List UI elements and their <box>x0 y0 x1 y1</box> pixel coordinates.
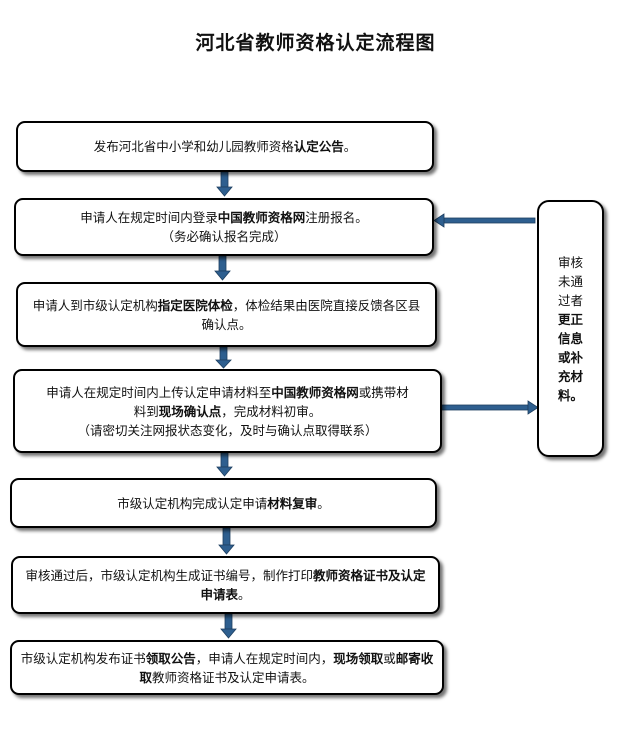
rejection-bold-line: 或补 <box>557 349 583 365</box>
down-arrow-2 <box>214 255 231 281</box>
rejection-line: 过者 <box>557 292 583 308</box>
rejection-lines: 审核 未通 过者 <box>558 253 583 310</box>
right-arrow <box>441 400 539 415</box>
step-text-run: 市级认定机构完成认定申请 <box>117 495 268 511</box>
step-text-run: ，体检结果由医院直接反馈各区县确认点。 <box>201 297 421 332</box>
step-text-run: 注册报名。 <box>305 210 368 225</box>
down-arrow-5 <box>218 527 235 555</box>
rejection-bold-line: 料。 <box>557 387 583 403</box>
step-text-run: 。 <box>317 495 330 511</box>
rejection-bold-line: 充材 <box>557 368 583 384</box>
down-arrow-4 <box>216 452 233 477</box>
emphasis-text: 认定公告 <box>293 139 344 154</box>
step-6-box: 审核通过后，市级认定机构生成证书编号，制作打印教师资格证书及认定申请表。 <box>11 556 440 614</box>
step-text-run: 申请人到市级认定机构 <box>32 297 158 313</box>
step-4-text: 申请人在规定时间内上传认定申请材料至中国教师资格网或携带材料到现场确认点，完成材… <box>45 383 410 421</box>
emphasis-text: 邮寄收取 <box>139 650 434 685</box>
emphasis-text: 中国教师资格网 <box>271 384 359 400</box>
step-text-run: 。 <box>238 587 251 602</box>
emphasis-text: 指定医院体检 <box>157 297 233 313</box>
emphasis-text: 教师资格证书及认定申请表 <box>200 568 426 602</box>
step-text-run: 审核通过后，市级认定机构生成证书编号，制作打印 <box>25 568 313 583</box>
page-title: 河北省教师资格认定流程图 <box>195 32 436 54</box>
step-4-box: 申请人在规定时间内上传认定申请材料至中国教师资格网或携带材料到现场确认点，完成材… <box>13 369 442 453</box>
step-3-box: 申请人到市级认定机构指定医院体检，体检结果由医院直接反馈各区县确认点。 <box>16 282 437 347</box>
rejection-line: 审核 <box>557 254 583 270</box>
step-1-text: 发布河北省中小学和幼儿园教师资格认定公告。 <box>94 137 357 156</box>
step-4-note: （请密切关注网报状态变化，及时与确认点取得联系） <box>77 422 378 438</box>
step-text-run: ，完成材料初审。 <box>221 403 322 419</box>
step-text-run: 教师资格证书及认定申请表。 <box>152 669 315 685</box>
step-5-box: 市级认定机构完成认定申请材料复审。 <box>10 478 437 528</box>
step-text-run: 或携带材料到 <box>133 384 409 419</box>
step-text-run: 市级认定机构发布证书 <box>20 650 146 666</box>
step-text-run: 或 <box>383 650 396 666</box>
down-arrow-1 <box>216 171 233 197</box>
emphasis-text: 领取公告 <box>145 650 196 666</box>
step-3-text: 申请人到市级认定机构指定医院体检，体检结果由医院直接反馈各区县确认点。 <box>32 296 421 334</box>
step-7-box: 市级认定机构发布证书领取公告，申请人在规定时间内，现场领取或邮寄收取教师资格证书… <box>10 640 444 695</box>
step-5-text: 市级认定机构完成认定申请材料复审。 <box>117 494 330 513</box>
step-text-run: 发布河北省中小学和幼儿园教师资格 <box>93 139 294 154</box>
emphasis-text: 中国教师资格网 <box>217 210 306 225</box>
step-6-text: 审核通过后，市级认定机构生成证书编号，制作打印教师资格证书及认定申请表。 <box>21 566 430 604</box>
emphasis-text: 现场确认点 <box>158 403 222 419</box>
rejection-bold-lines: 更正 信息 或补 充材 料。 <box>558 310 583 405</box>
emphasis-text: 材料复审 <box>267 495 318 511</box>
step-text-run: 申请人在规定时间内登录 <box>80 210 218 225</box>
down-arrow-3 <box>215 346 232 369</box>
step-text-run: 。 <box>343 139 357 154</box>
rejection-line: 未通 <box>557 273 583 289</box>
step-2-box: 申请人在规定时间内登录中国教师资格网注册报名。 （务必确认报名完成） <box>14 198 434 256</box>
left-arrow <box>433 213 536 228</box>
step-7-text: 市级认定机构发布证书领取公告，申请人在规定时间内，现场领取或邮寄收取教师资格证书… <box>18 649 436 687</box>
rejection-bold-line: 信息 <box>557 330 583 346</box>
rejection-box: 审核 未通 过者 更正 信息 或补 充材 料。 <box>537 200 604 457</box>
step-text-run: 申请人在规定时间内上传认定申请材料至 <box>46 384 272 400</box>
step-text-run: ，申请人在规定时间内， <box>195 650 334 666</box>
rejection-bold-line: 更正 <box>557 311 583 327</box>
down-arrow-6 <box>220 613 237 639</box>
step-2-note: （务必确认报名完成） <box>161 229 287 244</box>
step-2-text: 申请人在规定时间内登录中国教师资格网注册报名。 <box>80 208 368 227</box>
emphasis-text: 现场领取 <box>333 650 384 666</box>
step-1-box: 发布河北省中小学和幼儿园教师资格认定公告。 <box>16 121 434 172</box>
